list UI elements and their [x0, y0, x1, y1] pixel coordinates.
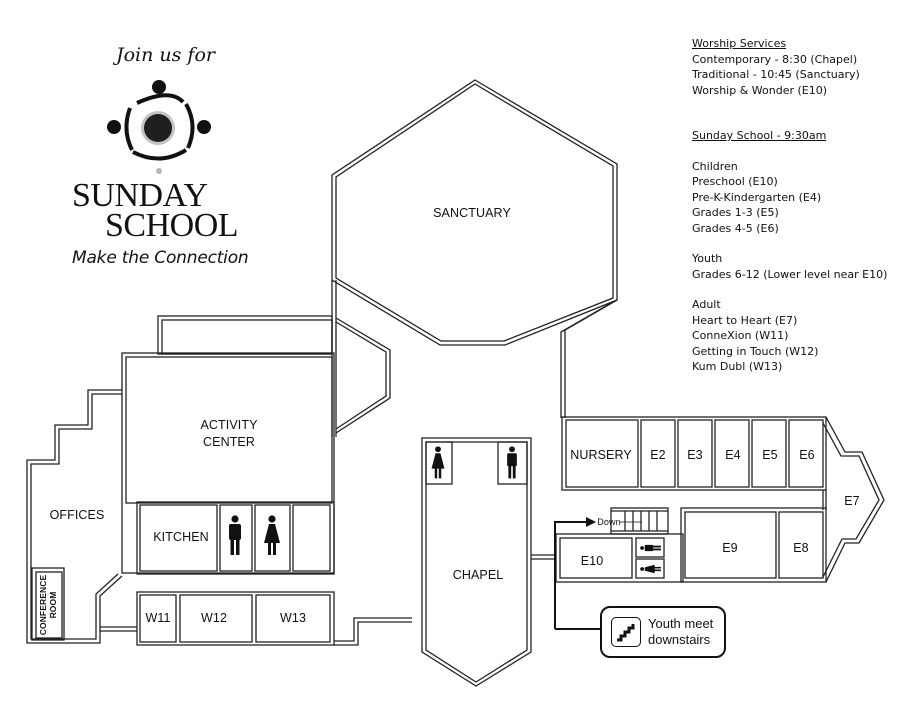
w-rooms-walls	[136, 591, 412, 646]
room-w13: W13	[279, 611, 307, 625]
room-w11: W11	[145, 611, 171, 625]
kitchen-row-walls	[136, 501, 335, 575]
sunday-school-section: Sunday School - 9:30am Children Preschoo…	[692, 128, 887, 375]
room-e6: E6	[799, 448, 815, 462]
callout-text: Youth meet downstairs	[648, 616, 713, 648]
room-w12: W12	[200, 611, 228, 625]
room-e2: E2	[650, 448, 666, 462]
group-item: ConneXion (W11)	[692, 329, 789, 342]
logo-title-sunday: SUNDAY	[72, 177, 208, 214]
group-item: Grades 6-12 (Lower level near E10)	[692, 267, 888, 281]
men-restroom-icon	[507, 446, 517, 479]
worship-services-section: Worship Services Contemporary - 8:30 (Ch…	[692, 36, 860, 98]
men-restroom-icon	[229, 515, 241, 555]
group-heading-adult: Adult	[692, 298, 721, 311]
offices-walls	[26, 389, 137, 644]
worship-heading: Worship Services	[692, 37, 787, 50]
worship-item: Contemporary - 8:30 (Chapel)	[692, 52, 858, 66]
sanctuary-walls	[331, 79, 618, 346]
room-offices: OFFICES	[49, 508, 105, 522]
group-item: Preschool (E10)	[692, 175, 778, 188]
group-item: Pre-K-Kindergarten (E4)	[692, 190, 822, 204]
room-chapel: CHAPEL	[452, 568, 504, 582]
women-restroom-icon	[640, 564, 661, 574]
conference-line1: CONFERENCE	[38, 574, 48, 636]
room-conference: CONFERENCE ROOM	[38, 575, 58, 636]
worship-item: Traditional - 10:45 (Sanctuary)	[692, 68, 860, 81]
youth-downstairs-callout: Youth meet downstairs	[600, 606, 726, 658]
stairs-icon	[611, 617, 641, 647]
room-e4: E4	[725, 448, 741, 462]
group-item: Getting in Touch (W12)	[692, 344, 819, 358]
men-restroom-icon	[640, 544, 661, 552]
women-restroom-icon	[264, 515, 280, 555]
activity-center-walls	[121, 315, 335, 574]
logo-tagline: Make the Connection	[72, 248, 249, 268]
logo-intro-text: Join us for	[116, 44, 215, 66]
callout-line1: Youth meet	[648, 616, 714, 631]
group-item: Grades 4-5 (E6)	[692, 221, 779, 235]
chapel-walls	[421, 437, 556, 687]
group-item: Grades 1-3 (E5)	[692, 206, 779, 219]
central-corridor-walls	[331, 280, 618, 437]
youth-route-line	[554, 517, 642, 630]
room-e7: E7	[844, 494, 860, 508]
room-e10: E10	[580, 554, 604, 568]
group-heading-youth: Youth	[692, 252, 723, 265]
room-e3: E3	[687, 448, 703, 462]
conference-line2: ROOM	[48, 591, 58, 619]
group-item: Kum Dubl (W13)	[692, 360, 783, 373]
sunday-school-logo-mark	[107, 80, 211, 174]
room-e5: E5	[762, 448, 778, 462]
room-e8: E8	[793, 541, 809, 555]
room-activity-center-line1: ACTIVITY	[200, 418, 258, 432]
room-sanctuary: SANCTUARY	[433, 206, 511, 220]
group-item: Heart to Heart (E7)	[692, 313, 798, 327]
group-heading-children: Children	[692, 159, 738, 173]
room-nursery: NURSERY	[570, 448, 632, 462]
room-kitchen: KITCHEN	[153, 530, 209, 544]
women-restroom-icon	[431, 446, 445, 479]
room-e9: E9	[722, 541, 738, 555]
callout-line2: downstairs	[648, 632, 711, 647]
room-activity-center-line2: CENTER	[203, 435, 255, 449]
worship-item: Worship & Wonder (E10)	[692, 83, 828, 97]
logo-title-school: SCHOOL	[105, 207, 239, 244]
east-wing-walls	[555, 416, 885, 583]
stairs-down-label: Down	[597, 517, 621, 527]
sunday-school-heading: Sunday School - 9:30am	[692, 129, 827, 142]
